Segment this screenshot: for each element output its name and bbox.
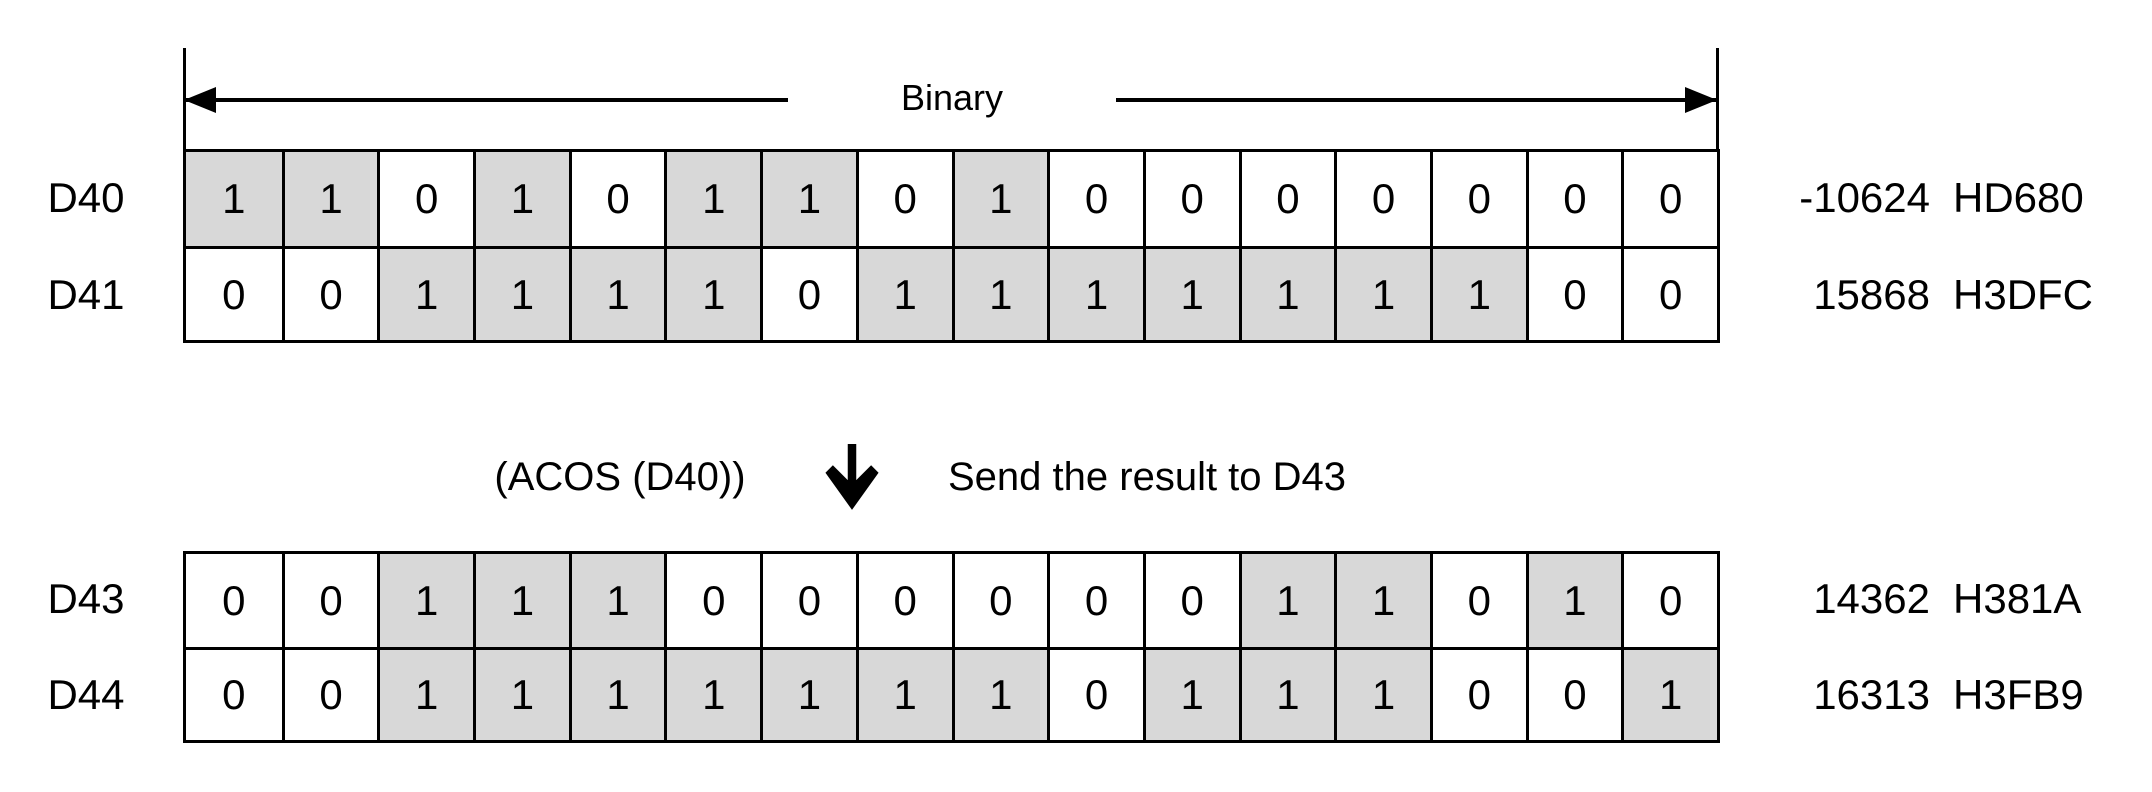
bit-cell: 0	[377, 152, 474, 246]
bit-cell: 1	[568, 650, 665, 740]
bit-cell: 1	[377, 249, 474, 340]
bit-cell: 1	[760, 650, 856, 740]
bit-cell: 0	[760, 554, 856, 647]
bit-cell: 1	[377, 554, 474, 647]
bit-cell: 1	[281, 152, 378, 246]
register-label-d44: D44	[47, 671, 125, 718]
bit-cell: 0	[951, 554, 1048, 647]
bit-cell: 0	[1621, 152, 1717, 246]
bit-cell: 1	[664, 650, 761, 740]
span-right-tick	[1716, 48, 1719, 150]
hex-value-d41: H3DFC	[1953, 270, 2094, 318]
decimal-value-d40: -10624	[1799, 173, 1930, 221]
bit-cell: 0	[1621, 249, 1717, 340]
bit-cell: 1	[1142, 249, 1239, 340]
bit-cell: 1	[664, 249, 761, 340]
down-arrow-icon	[825, 444, 879, 510]
bit-cell: 1	[664, 152, 761, 246]
bit-cell: 0	[1238, 152, 1335, 246]
bit-cell: 1	[951, 249, 1048, 340]
bit-cell: 0	[1047, 554, 1143, 647]
operation-description: Send the result to D43	[948, 454, 1347, 499]
decimal-value-d43: 14362	[1813, 575, 1930, 622]
bit-cell: 0	[1047, 650, 1143, 740]
bit-cell: 1	[377, 650, 474, 740]
bit-cell: 0	[1525, 249, 1622, 340]
bit-cell: 1	[1621, 650, 1717, 740]
bit-cell: 1	[1047, 249, 1143, 340]
bit-cell: 1	[186, 152, 282, 246]
bit-cell: 1	[568, 249, 665, 340]
bit-cell: 0	[1142, 554, 1239, 647]
bit-cell: 0	[1429, 650, 1526, 740]
bit-cell: 0	[1142, 152, 1239, 246]
left-arrowhead-icon	[184, 87, 216, 113]
bit-cell: 0	[1429, 152, 1526, 246]
bit-cell: 1	[473, 554, 569, 647]
bit-cell: 1	[1429, 249, 1526, 340]
bit-cell: 1	[1334, 554, 1430, 647]
bit-cell: 0	[281, 249, 378, 340]
bit-cell: 1	[1142, 650, 1239, 740]
bit-cell: 0	[855, 152, 952, 246]
bit-cell: 1	[473, 152, 569, 246]
bit-cell: 1	[1238, 554, 1335, 647]
bit-cell: 0	[186, 554, 282, 647]
binary-span-label: Binary	[788, 76, 1116, 120]
bit-cell: 1	[568, 554, 665, 647]
bit-cell: 0	[186, 249, 282, 340]
span-arrow-line-left	[186, 98, 788, 102]
bit-cell: 1	[473, 650, 569, 740]
bit-cell: 1	[473, 249, 569, 340]
bit-cell: 0	[281, 554, 378, 647]
bit-cell: 1	[951, 152, 1048, 246]
bit-cell: 0	[760, 249, 856, 340]
bit-cell: 1	[855, 249, 952, 340]
bit-cell: 1	[1238, 249, 1335, 340]
hex-value-d43: H381A	[1953, 575, 2082, 622]
bit-cell: 0	[1429, 554, 1526, 647]
register-label-d43: D43	[47, 575, 125, 622]
bit-cell: 0	[1047, 152, 1143, 246]
right-arrowhead-icon	[1685, 87, 1717, 113]
bit-cell: 0	[1334, 152, 1430, 246]
bit-cell: 1	[760, 152, 856, 246]
bit-cell: 0	[855, 554, 952, 647]
hex-value-d44: H3FB9	[1953, 671, 2084, 718]
bit-cell: 1	[1238, 650, 1335, 740]
register-label-d41: D41	[47, 270, 125, 318]
bit-cell: 0	[186, 650, 282, 740]
hex-value-d40: HD680	[1953, 173, 2084, 221]
span-arrow-line-right	[1116, 98, 1717, 102]
bit-cell: 0	[1621, 554, 1717, 647]
bit-cell: 0	[664, 554, 761, 647]
bit-cell: 1	[855, 650, 952, 740]
bit-cell: 1	[1334, 249, 1430, 340]
operation-expression: (ACOS (D40))	[494, 454, 746, 499]
decimal-value-d41: 15868	[1813, 270, 1930, 318]
bit-cell: 0	[1525, 650, 1622, 740]
register-label-d40: D40	[47, 173, 125, 221]
decimal-value-d44: 16313	[1813, 671, 1930, 718]
bit-cell: 1	[1525, 554, 1622, 647]
bit-cell: 0	[1525, 152, 1622, 246]
bit-cell: 1	[951, 650, 1048, 740]
bit-cell: 1	[1334, 650, 1430, 740]
bit-cell: 0	[568, 152, 665, 246]
bit-cell: 0	[281, 650, 378, 740]
